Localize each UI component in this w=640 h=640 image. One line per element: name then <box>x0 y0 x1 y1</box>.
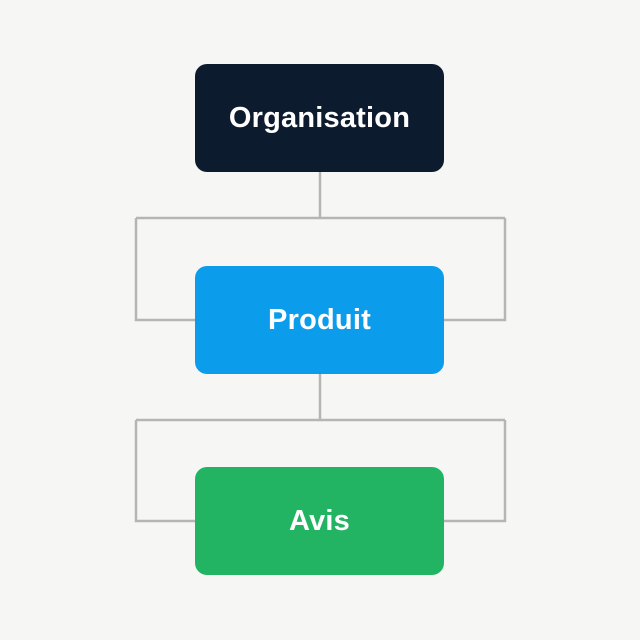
node-organisation: Organisation <box>195 64 444 172</box>
node-organisation-label: Organisation <box>228 101 411 134</box>
node-avis: Avis <box>195 467 444 575</box>
node-produit: Produit <box>195 266 444 374</box>
node-produit-label: Produit <box>268 303 371 336</box>
connector-organisation-produit <box>134 172 507 322</box>
connector-produit-avis <box>134 374 507 523</box>
node-avis-label: Avis <box>289 504 350 537</box>
